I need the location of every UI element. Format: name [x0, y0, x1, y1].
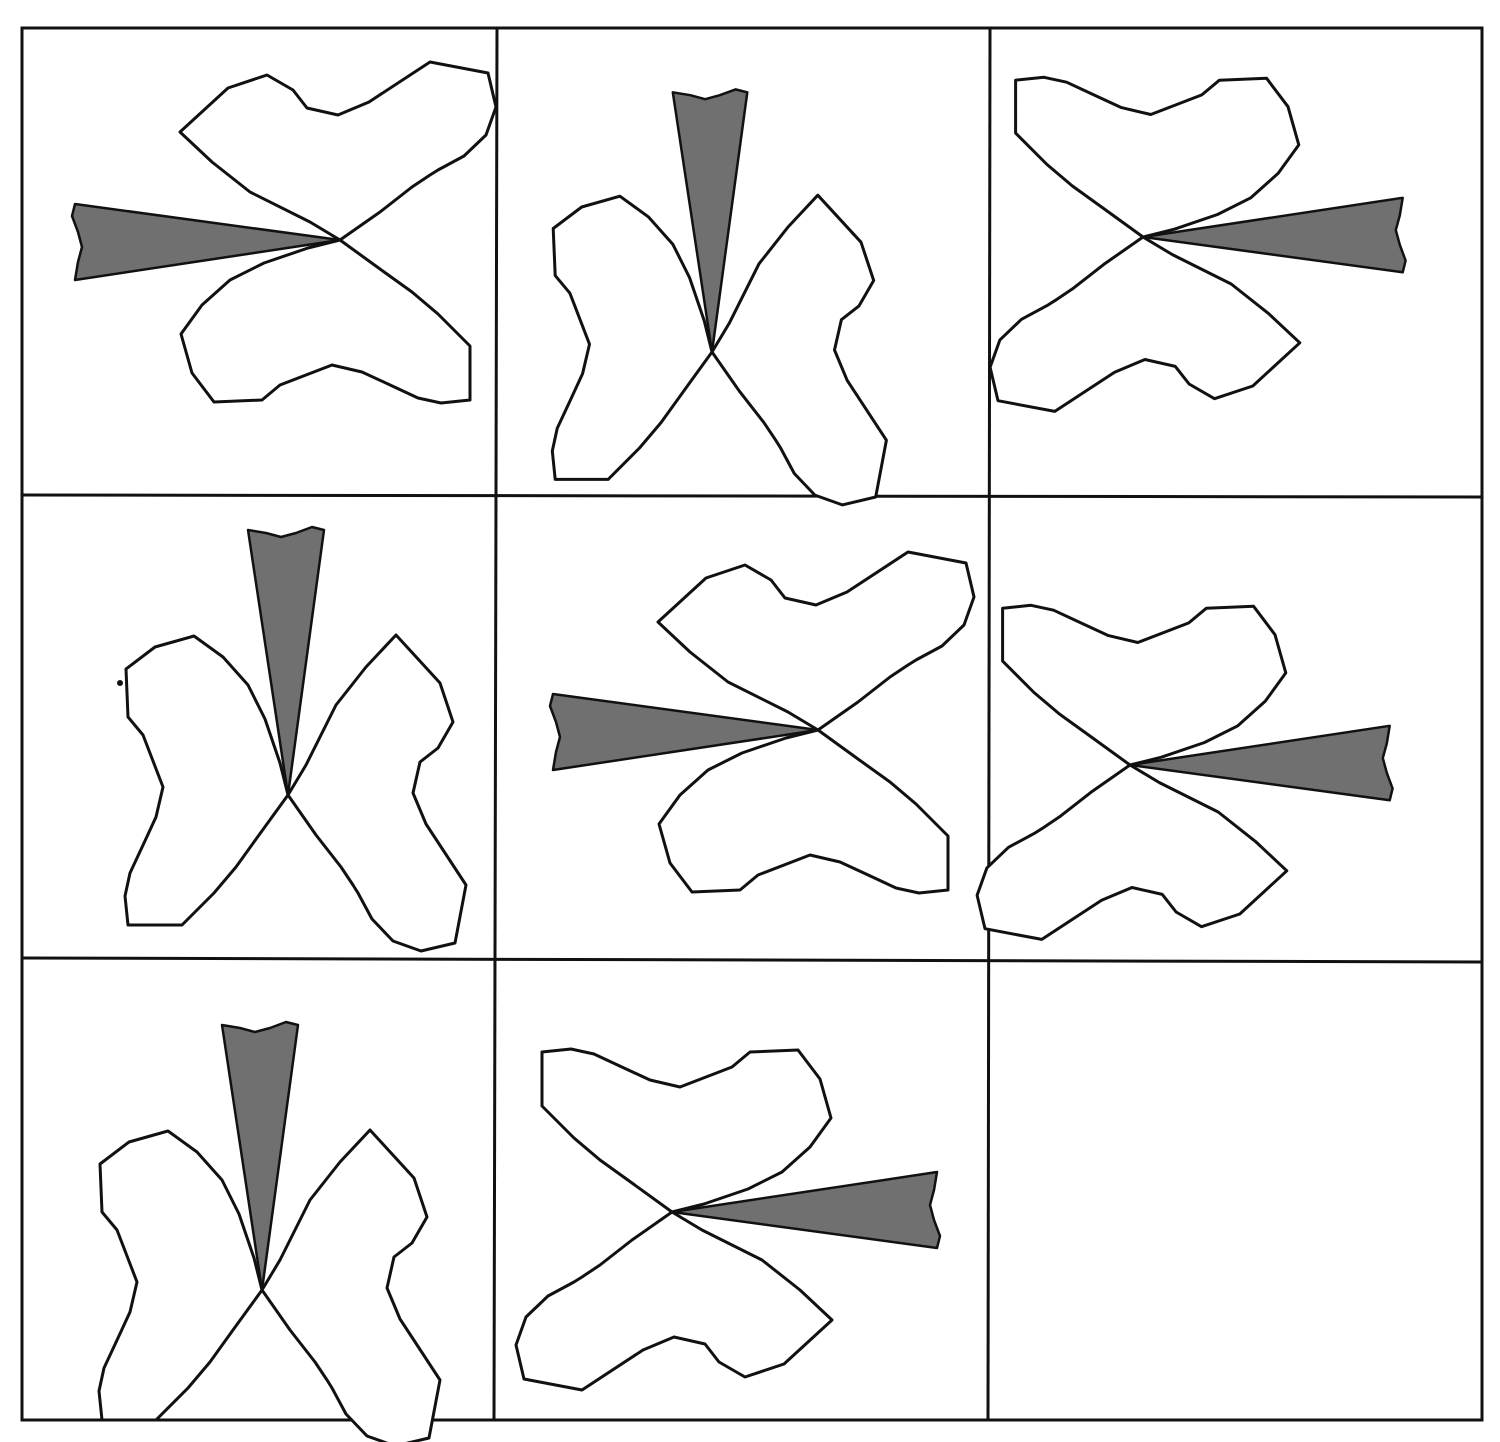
grid-lines [20, 26, 1484, 1422]
shaded-wedge-up [246, 525, 326, 797]
cell-r3-c2 [514, 1047, 942, 1392]
cell-r1-c1 [70, 60, 498, 405]
shaded-wedge-left [70, 202, 342, 282]
grid-vertical-line-1 [492, 27, 499, 1421]
shaded-wedge-up [671, 88, 749, 354]
grid-border [20, 26, 1484, 1422]
cell-r1-c2 [550, 88, 888, 507]
cell-r3-c1 [97, 1020, 442, 1442]
cell-r1-c3 [988, 75, 1407, 413]
shaded-wedge-right [1141, 196, 1407, 274]
grid-vertical-line-2 [986, 27, 992, 1421]
shaded-wedge-left [548, 692, 820, 772]
grid-horizontal-line-2 [21, 956, 1483, 964]
stray-dot [117, 680, 123, 686]
cell-r2-c2 [548, 550, 976, 895]
grid-horizontal-line-1 [21, 493, 1483, 499]
figures-layer [70, 60, 1407, 1442]
shaded-wedge-up [220, 1020, 300, 1292]
cell-r2-c3 [975, 603, 1394, 941]
shaded-wedge-right [1128, 724, 1394, 802]
cell-r2-c1 [123, 525, 468, 953]
shaded-wedge-right [670, 1170, 942, 1250]
